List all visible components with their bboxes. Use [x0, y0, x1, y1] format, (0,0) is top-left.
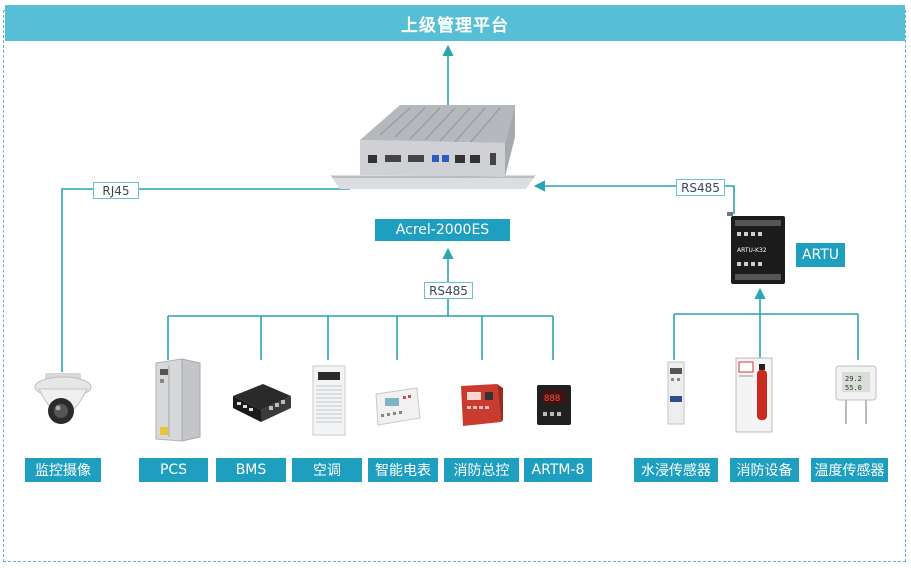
- fire-equipment-icon: [735, 357, 773, 433]
- bus-link-tag: RS485: [424, 282, 473, 299]
- rtu-module-icon: ARTU-K32: [727, 212, 785, 284]
- device-label-ac: 空调: [292, 458, 362, 482]
- device-label-temperature: 温度传感器: [811, 458, 888, 482]
- gateway-computer-icon: [330, 105, 536, 189]
- air-conditioner-icon: [312, 365, 346, 436]
- top-platform-banner: 上级管理平台: [5, 5, 905, 41]
- rtu-label: ARTU: [796, 243, 845, 267]
- rtu-link-tag: RS485: [676, 179, 725, 196]
- device-label-water-leak: 水浸传感器: [634, 458, 718, 482]
- device-label-fire-control: 消防总控: [444, 458, 519, 482]
- device-label-artm: ARTM-8: [524, 458, 592, 482]
- water-leak-sensor-icon: [667, 361, 685, 425]
- svg-text:888: 888: [544, 394, 560, 404]
- temperature-sensor-icon: 29.2 55.0: [835, 365, 877, 424]
- camera-label: 监控摄像: [25, 458, 101, 482]
- device-label-pcs: PCS: [139, 458, 208, 482]
- fire-control-panel-icon: [461, 384, 503, 426]
- device-label-bms: BMS: [216, 458, 286, 482]
- camera-link-line: [61, 188, 350, 372]
- svg-text:29.2: 29.2: [845, 375, 862, 383]
- device-label-meter: 智能电表: [368, 458, 438, 482]
- bms-module-icon: [233, 384, 291, 422]
- smart-meter-icon: [375, 387, 421, 426]
- rtu-link-arrow: [533, 180, 735, 214]
- gateway-label: Acrel-2000ES: [375, 219, 510, 241]
- device-label-fire-equipment: 消防设备: [730, 458, 799, 482]
- rtu-model-text: ARTU-K32: [737, 247, 767, 254]
- camera-link-tag: RJ45: [93, 182, 139, 199]
- pcs-cabinet-icon: [155, 358, 201, 442]
- svg-text:55.0: 55.0: [845, 384, 862, 392]
- camera-icon: [34, 373, 92, 424]
- artm-meter-icon: 888: [537, 385, 571, 425]
